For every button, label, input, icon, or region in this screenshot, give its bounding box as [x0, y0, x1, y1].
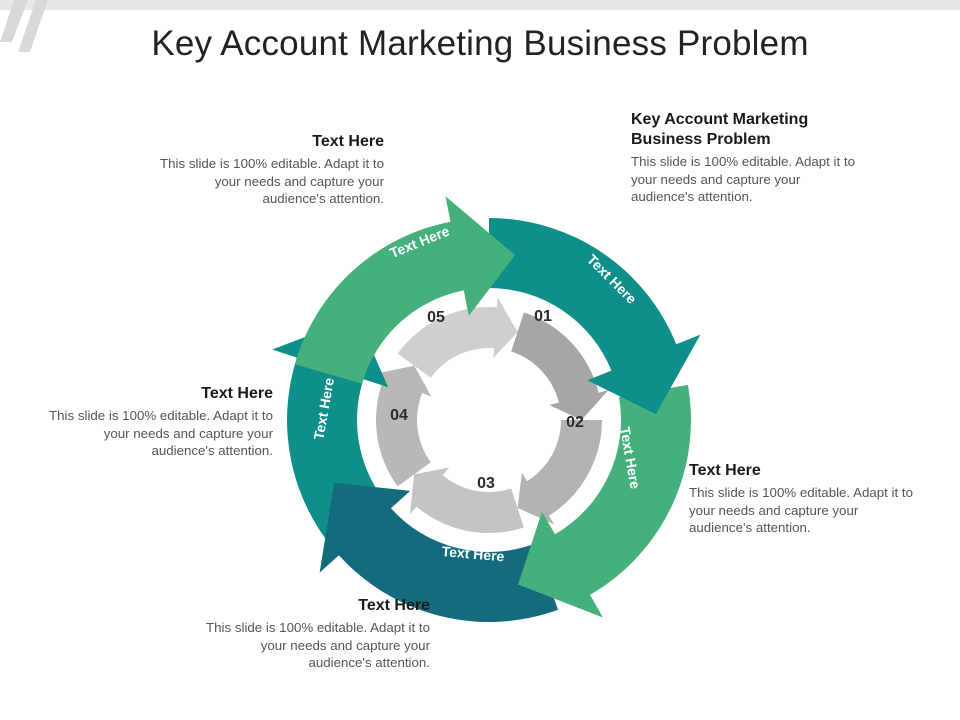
cycle-arrow — [489, 218, 701, 415]
stripe-2 — [18, 0, 48, 52]
block-body: This slide is 100% editable. Adapt it to… — [49, 408, 273, 458]
block-heading: Text Here — [201, 385, 273, 402]
decorative-stripes — [0, 0, 960, 52]
text-block-left: Text Here This slide is 100% editable. A… — [43, 384, 273, 460]
gray-arrow-segment — [375, 365, 432, 487]
gray-arrow-segment — [397, 297, 518, 378]
cycle-arrow — [319, 482, 559, 622]
arrow-label: Text Here — [441, 543, 505, 564]
page-title: Key Account Marketing Business Problem — [151, 24, 809, 63]
gray-arrow-segment — [409, 467, 524, 534]
text-block-top-left: Text Here This slide is 100% editable. A… — [154, 132, 384, 208]
block-body: This slide is 100% editable. Adapt it to… — [631, 154, 855, 204]
top-band — [0, 0, 960, 10]
block-body: This slide is 100% editable. Adapt it to… — [206, 620, 430, 670]
step-number: 02 — [566, 414, 584, 431]
gray-arrow-segment — [511, 312, 609, 420]
text-block-right: Text Here This slide is 100% editable. A… — [689, 461, 919, 537]
inner-gray-cycle: 01 02 03 04 05 — [375, 297, 609, 534]
block-body: This slide is 100% editable. Adapt it to… — [689, 485, 913, 535]
text-block-top-right: Key Account Marketing Business Problem T… — [631, 110, 861, 206]
cycle-arrow — [294, 196, 516, 384]
block-body: This slide is 100% editable. Adapt it to… — [160, 156, 384, 206]
step-number: 03 — [477, 475, 495, 492]
cycle-arrow — [518, 384, 691, 618]
block-heading: Text Here — [312, 133, 384, 150]
block-heading: Key Account Marketing Business Problem — [631, 111, 809, 148]
step-number: 05 — [427, 309, 445, 326]
step-number: 01 — [534, 308, 552, 325]
gray-arrow-segment — [517, 420, 602, 525]
step-number: 04 — [390, 407, 408, 424]
text-block-bottom: Text Here This slide is 100% editable. A… — [200, 596, 430, 672]
block-heading: Text Here — [358, 597, 430, 614]
stripe-1 — [0, 0, 28, 42]
block-heading: Text Here — [689, 462, 761, 479]
